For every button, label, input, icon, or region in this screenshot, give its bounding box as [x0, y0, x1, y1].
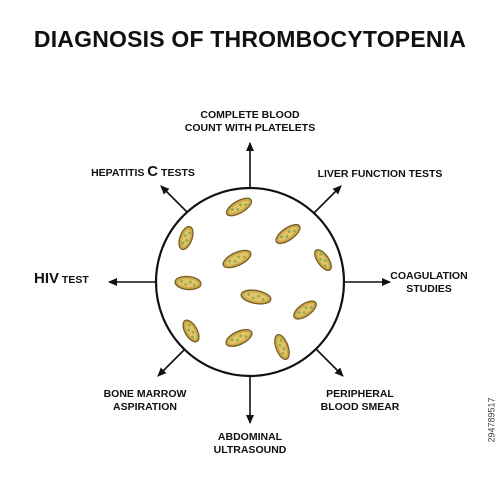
- label-bone-marrow-aspiration: BONE MARROW ASPIRATION: [103, 388, 187, 413]
- label-complete-blood-count: COMPLETE BLOOD COUNT WITH PLATELETS: [184, 109, 316, 134]
- platelet-cell: [240, 289, 272, 305]
- arrow-up-left: [160, 185, 191, 216]
- platelet-cells: [174, 197, 332, 361]
- label-liver-function-tests: LIVER FUNCTION TESTS: [317, 168, 443, 180]
- platelet-cell: [182, 319, 200, 343]
- arrow-down-left: [157, 348, 186, 377]
- stock-id-strip: 294789517: [487, 397, 497, 443]
- arrow-down-right: [315, 348, 344, 377]
- platelet-cell: [274, 333, 290, 361]
- label-coagulation-studies: COAGULATION STUDIES: [390, 270, 468, 295]
- platelet-cell: [178, 225, 194, 251]
- page-title: DIAGNOSIS OF THROMBOCYTOPENIA: [33, 26, 467, 52]
- platelet-cell: [225, 329, 253, 347]
- platelet-cell: [293, 300, 317, 320]
- label-abdominal-ultrasound: ABDOMINAL ULTRASOUND: [213, 431, 287, 456]
- platelet-cell: [314, 249, 332, 271]
- platelets-circle-icon: [154, 186, 346, 378]
- platelet-cell: [225, 197, 253, 217]
- arrow-up-right: [311, 185, 342, 216]
- label-peripheral-blood-smear: PERIPHERAL BLOOD SMEAR: [320, 388, 400, 413]
- platelet-cell: [222, 249, 252, 269]
- label-hiv-test: HIV TEST: [34, 270, 89, 287]
- label-hepatitis-c-tests: HEPATITIS C TESTS: [91, 163, 195, 180]
- platelet-cell: [174, 275, 202, 291]
- platelet-cell: [275, 223, 301, 245]
- arrows: [108, 142, 391, 424]
